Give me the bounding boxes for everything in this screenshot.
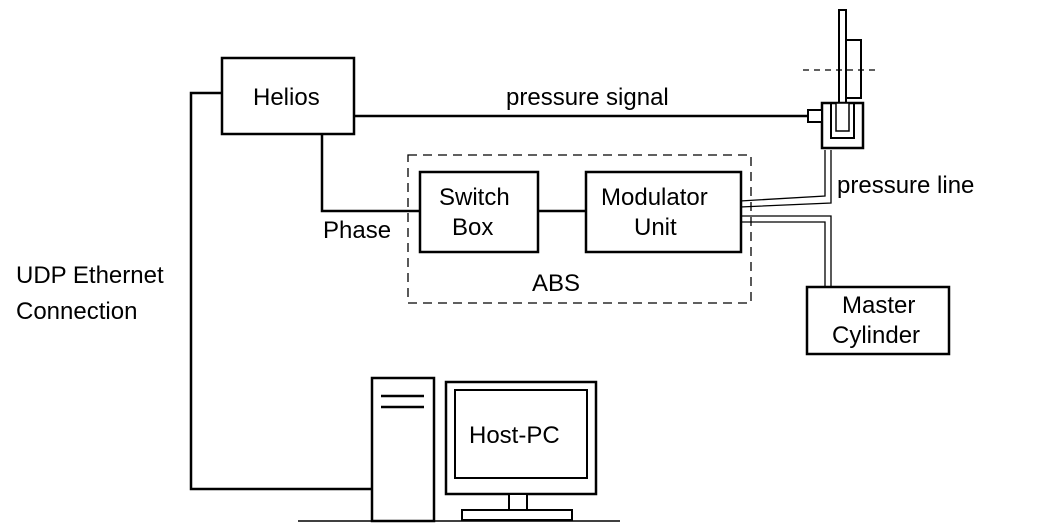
pressure-signal-label: pressure signal bbox=[506, 84, 669, 111]
host-pc-label: Host-PC bbox=[469, 422, 560, 449]
master-cylinder-line-outer bbox=[740, 215, 832, 287]
helios-box bbox=[220, 56, 356, 136]
pressure-line-label: pressure line bbox=[837, 172, 974, 199]
modulator-unit-box bbox=[584, 170, 743, 254]
udp-label-line1: UDP Ethernet bbox=[16, 262, 164, 289]
pc-tower-icon bbox=[370, 376, 436, 523]
udp-label-line2: Connection bbox=[16, 298, 137, 325]
monitor-icon bbox=[444, 380, 598, 521]
phase-wire bbox=[320, 135, 420, 213]
udp-ethernet-wire bbox=[189, 91, 372, 491]
switch-box bbox=[418, 170, 540, 254]
master-cylinder-box bbox=[805, 285, 951, 356]
master-cylinder-line-inner bbox=[740, 221, 826, 287]
helios-label: Helios bbox=[253, 84, 320, 111]
modulator-unit-label-line2: Unit bbox=[634, 214, 677, 241]
modulator-unit-label-line1: Modulator bbox=[601, 184, 708, 211]
abs-group-border bbox=[407, 154, 752, 304]
switch-box-label-line2: Box bbox=[452, 214, 493, 241]
phase-label: Phase bbox=[323, 217, 391, 244]
pressure-line-inner bbox=[739, 150, 832, 208]
brake-caliper-icon bbox=[803, 9, 878, 150]
pressure-line-outer bbox=[739, 150, 826, 202]
abs-group-label: ABS bbox=[532, 270, 580, 297]
master-cylinder-label-line2: Cylinder bbox=[832, 322, 920, 349]
switch-box-label-line1: Switch bbox=[439, 184, 510, 211]
master-cylinder-label-line1: Master bbox=[842, 292, 915, 319]
